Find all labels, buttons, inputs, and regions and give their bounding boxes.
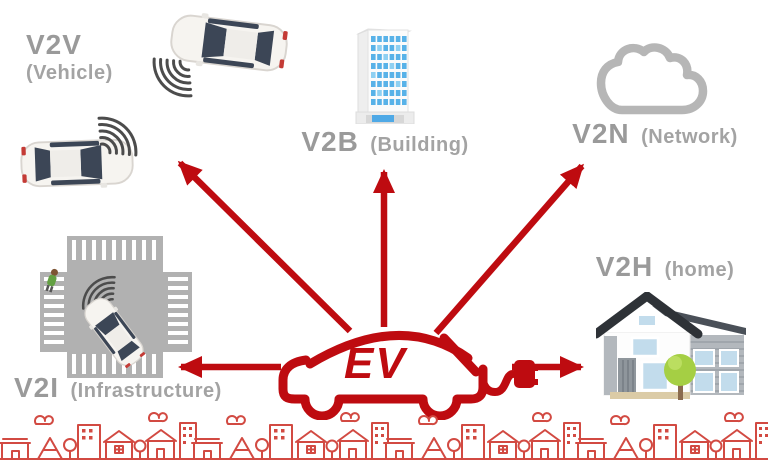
v2n-title: V2N: [572, 118, 630, 149]
ev-windshield-line: [439, 333, 481, 377]
cloud-icon: [596, 43, 708, 115]
town-skyline-border: [0, 412, 768, 460]
v2i-label: V2I (Infrastructure): [14, 372, 222, 403]
signal-waves-icon: [144, 45, 205, 106]
v2h-title: V2H: [595, 251, 654, 282]
building-icon: [355, 28, 415, 124]
ev-charge-cord: [478, 365, 517, 396]
ev-body-line: [278, 355, 488, 420]
ev-label: EV: [344, 339, 408, 388]
pedestrian-icon: [45, 268, 58, 293]
v2b-label: V2B (Building): [285, 126, 485, 157]
signal-waves-icon: [85, 108, 146, 169]
ev-car-icon: EV: [278, 331, 538, 420]
tree-icon: [664, 354, 696, 400]
v2v-subtitle: (Vehicle): [26, 62, 113, 85]
v2v-label: V2V (Vehicle): [26, 30, 113, 84]
v2v-title: V2V: [26, 29, 82, 60]
arrow-to-v2v-icon: [177, 160, 353, 334]
v2n-subtitle: (Network): [641, 126, 738, 148]
crosswalk-stripes: [44, 240, 188, 374]
v2h-subtitle: (home): [664, 259, 735, 281]
plug-icon: [514, 360, 538, 388]
v2i-subtitle: (Infrastructure): [70, 380, 222, 402]
v2b-title: V2B: [301, 126, 359, 157]
v2h-label: V2H (home): [585, 251, 745, 282]
v2i-title: V2I: [14, 372, 60, 403]
v2n-label: V2N (Network): [565, 118, 745, 149]
house-icon: [596, 292, 746, 400]
intersection-icon: [40, 236, 192, 378]
v2b-subtitle: (Building): [370, 134, 469, 156]
arrow-to-v2n-icon: [433, 163, 585, 336]
v2v-car-bottom-icon: [19, 134, 135, 192]
